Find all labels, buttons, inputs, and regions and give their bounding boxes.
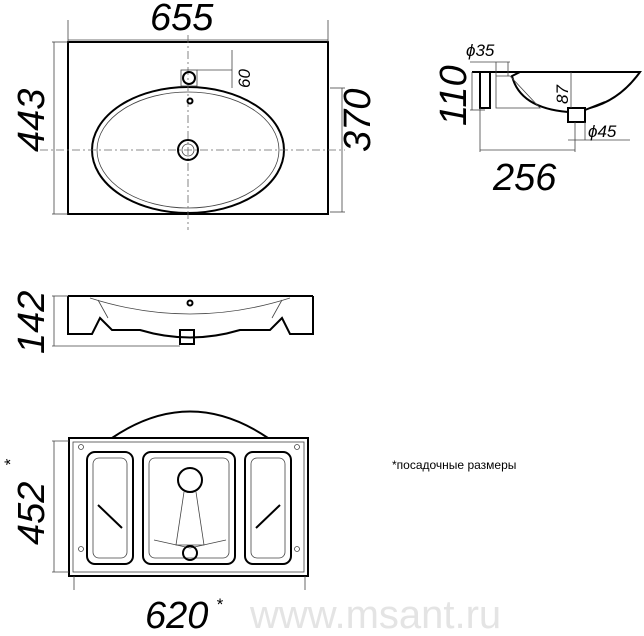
dim-bowl-depth: 370	[337, 89, 379, 152]
dim-tap-diameter: ϕ35	[466, 41, 495, 60]
right-cavity	[244, 451, 292, 565]
dim-mount-depth: 452	[11, 482, 53, 545]
dim-side-depth: 256	[492, 157, 557, 199]
mounting-dimensions-note: *посадочные размеры	[392, 458, 516, 472]
side-view: 110 256 87 ϕ35 ϕ45	[433, 41, 642, 199]
top-view: 655 443 370 60	[11, 0, 379, 230]
dim-drain-diameter: ϕ45	[588, 122, 617, 141]
dim-front-height: 142	[11, 291, 53, 354]
center-cavity	[142, 451, 236, 565]
overflow-hole	[186, 97, 194, 105]
drain-outlet	[179, 329, 195, 345]
tap-hole-frame	[180, 69, 198, 87]
drain-ring	[177, 467, 203, 493]
sink-outline-top	[67, 41, 329, 215]
dim-width: 655	[150, 0, 214, 39]
bottom-view: 452 * 620 *	[1, 410, 309, 636]
dim-depth: 443	[11, 89, 53, 152]
dim-drain-height: 87	[553, 85, 572, 104]
dim-mount-width-asterisk: *	[216, 595, 224, 614]
dim-mount-width: 620	[145, 595, 208, 636]
dim-side-height: 110	[433, 65, 475, 126]
drain-pipe	[567, 107, 586, 123]
front-view: 142	[11, 291, 314, 354]
dim-tap-offset: 60	[235, 69, 254, 88]
tap-hole	[182, 71, 196, 85]
sink-outline-bottom	[68, 437, 309, 577]
drain-hole	[177, 139, 199, 161]
sink-profile-front	[67, 296, 314, 339]
left-cavity	[86, 451, 134, 565]
dim-mount-depth-asterisk: *	[1, 458, 20, 466]
watermark: www.msant.ru	[249, 593, 501, 636]
